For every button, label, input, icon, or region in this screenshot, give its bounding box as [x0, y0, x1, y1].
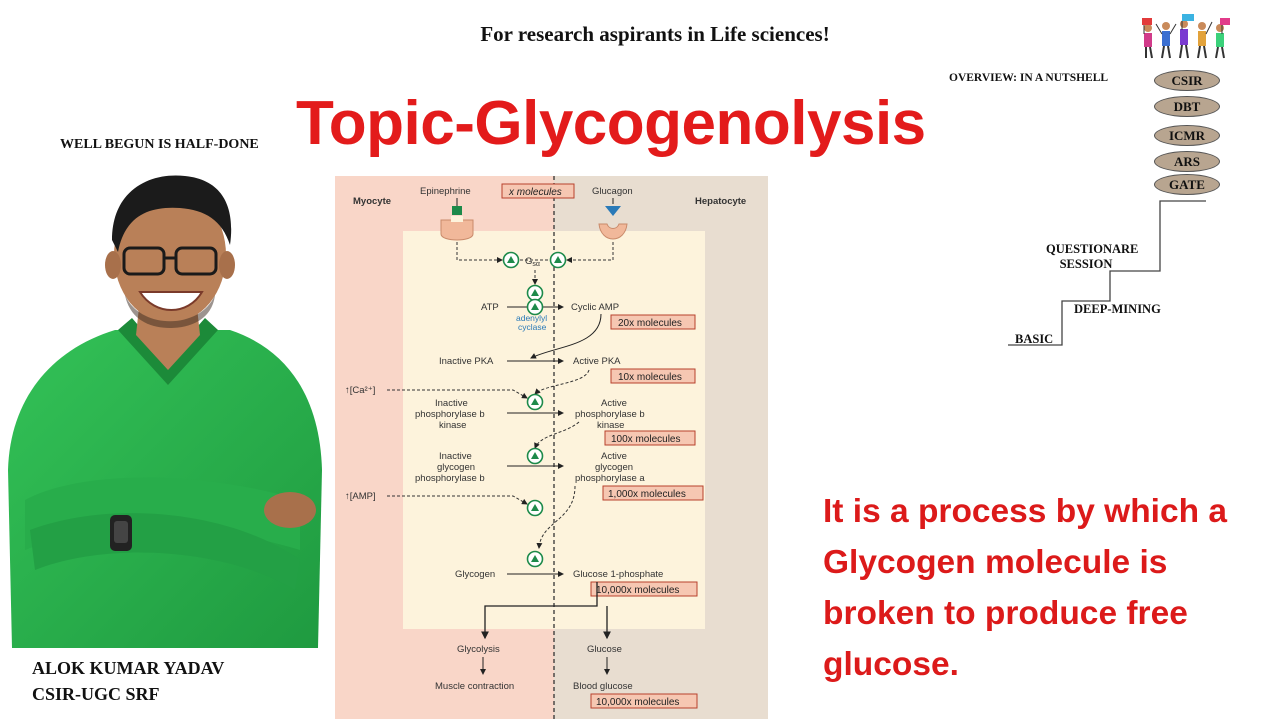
learning-staircase	[1008, 200, 1206, 346]
amplification-10000x-glucose: 10,000x molecules	[596, 697, 679, 708]
inactive-phosphorylase-kinase-label: Inactive	[435, 398, 468, 409]
glucagon-ligand-icon	[605, 206, 621, 216]
myocyte-label: Myocyte	[353, 196, 391, 207]
exam-badge-csir: CSIR	[1154, 70, 1220, 91]
active-glycogen-phosphorylase-label: Active	[601, 451, 627, 462]
glucagon-label: Glucagon	[592, 186, 633, 197]
amplification-10x: 10x molecules	[618, 372, 682, 383]
blood-glucose-label: Blood glucose	[573, 681, 633, 692]
amplification-1000x: 1,000x molecules	[608, 489, 686, 500]
exam-badge-icmr: ICMR	[1154, 125, 1220, 146]
glycolysis-label: Glycolysis	[457, 644, 500, 655]
author-block: ALOK KUMAR YADAV CSIR-UGC SRF	[32, 655, 224, 707]
author-name: ALOK KUMAR YADAV	[32, 658, 225, 678]
author-designation: CSIR-UGC SRF	[32, 684, 160, 704]
svg-text:glycogen: glycogen	[437, 462, 475, 473]
glycogen-label: Glycogen	[455, 569, 495, 580]
svg-text:glycogen: glycogen	[595, 462, 633, 473]
glycogenolysis-pathway-diagram: Myocyte Hepatocyte Epinephrine Glucagon …	[335, 176, 768, 719]
celebrating-people-icon	[1142, 14, 1230, 59]
cyclic-amp-label: Cyclic AMP	[571, 302, 619, 313]
calcium-label: ↑[Ca²⁺]	[345, 385, 375, 396]
motto-text: WELL BEGUN IS HALF-DONE	[60, 137, 259, 152]
tagline: For research aspirants in Life sciences!	[480, 22, 830, 46]
glucagon-receptor-icon	[598, 223, 628, 240]
gs-alpha-label: Gsα	[525, 256, 540, 268]
exam-badge-ars: ARS	[1154, 151, 1220, 172]
amplification-x: x molecules	[508, 187, 562, 198]
adenylyl-cyclase-label: adenylyl	[516, 313, 547, 323]
exam-badge-dbt: DBT	[1154, 96, 1220, 117]
glucose-1-phosphate-label: Glucose 1-phosphate	[573, 569, 663, 580]
epinephrine-receptor-icon	[440, 219, 474, 241]
amplification-10000x-g1p: 10,000x molecules	[596, 585, 679, 596]
overview-label: OVERVIEW: IN A NUTSHELL	[949, 72, 1109, 84]
slide-title: Topic-Glycogenolysis	[296, 89, 926, 158]
epinephrine-ligand-icon	[452, 206, 462, 215]
svg-text:kinase: kinase	[439, 420, 466, 431]
amp-label: ↑[AMP]	[345, 491, 376, 502]
amplification-100x: 100x molecules	[611, 434, 680, 445]
glucose-label: Glucose	[587, 644, 622, 655]
inactive-glycogen-phosphorylase-label: Inactive	[439, 451, 472, 462]
exam-badge-gate: GATE	[1154, 174, 1220, 195]
presenter-photo	[8, 175, 322, 648]
amplification-20x: 20x molecules	[618, 318, 682, 329]
svg-text:cyclase: cyclase	[518, 322, 547, 332]
atp-label: ATP	[481, 302, 499, 313]
step-basic: BASIC	[1015, 332, 1054, 346]
svg-text:kinase: kinase	[597, 420, 624, 431]
muscle-contraction-label: Muscle contraction	[435, 681, 514, 692]
epinephrine-label: Epinephrine	[420, 186, 471, 197]
glycogenolysis-definition: It is a process by which a Glycogen mole…	[823, 493, 1228, 683]
svg-text:phosphorylase b: phosphorylase b	[575, 409, 645, 420]
hepatocyte-label: Hepatocyte	[695, 196, 746, 207]
svg-text:phosphorylase a: phosphorylase a	[575, 473, 645, 484]
svg-text:phosphorylase b: phosphorylase b	[415, 473, 485, 484]
svg-text:phosphorylase b: phosphorylase b	[415, 409, 485, 420]
active-phosphorylase-kinase-label: Active	[601, 398, 627, 409]
inactive-pka-label: Inactive PKA	[439, 356, 494, 367]
active-pka-label: Active PKA	[573, 356, 621, 367]
step-deep-mining: DEEP-MINING	[1074, 302, 1161, 316]
